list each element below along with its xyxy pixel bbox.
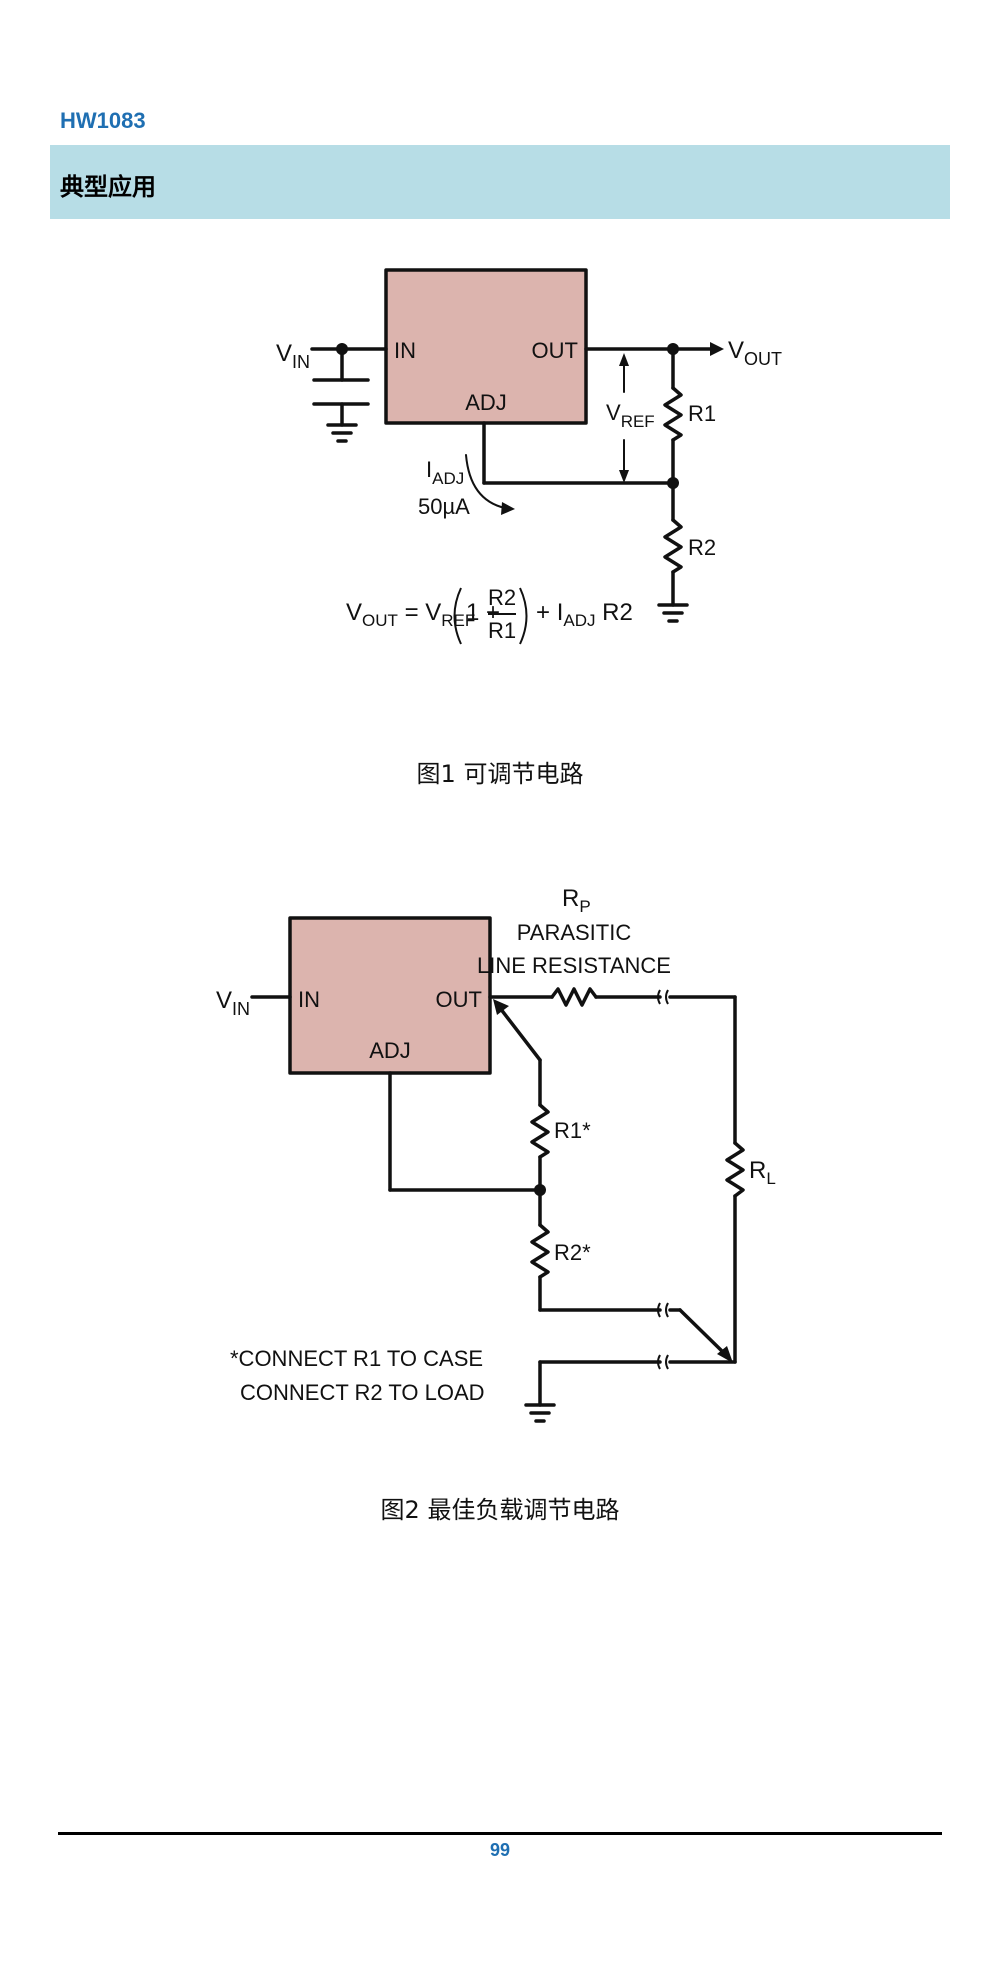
r2-label: R2*	[554, 1240, 591, 1265]
line-resistance-label: LINE RESISTANCE	[477, 953, 671, 978]
svg-text:R2: R2	[488, 585, 516, 610]
arrow-icon	[710, 342, 724, 356]
note-line1: *CONNECT R1 TO CASE	[230, 1346, 483, 1371]
pin-out-label: OUT	[436, 987, 482, 1012]
pin-in-label: IN	[394, 338, 416, 363]
figure2-load-regulation-circuit: VIN IN OUT ADJ RP PARASITIC LINE RESISTA…	[216, 885, 776, 1423]
pin-in-label: IN	[298, 987, 320, 1012]
r1-label: R1	[688, 401, 716, 426]
junction-dot-icon	[534, 1184, 546, 1196]
vref-label: VREF	[606, 400, 655, 431]
resistor-rp-icon	[550, 987, 598, 1007]
vin-label: VIN	[276, 340, 310, 372]
figure1-adjustable-circuit: VIN IN OUT ADJ VOUT VREF R1 R2 IADJ 50µA…	[276, 268, 782, 645]
vin-label: VIN	[216, 987, 250, 1019]
pin-out-label: OUT	[532, 338, 578, 363]
junction-dot-icon	[667, 477, 679, 489]
rl-label: RL	[749, 1157, 776, 1188]
iadj-value: 50µA	[418, 494, 470, 519]
r1-label: R1*	[554, 1118, 591, 1143]
parasitic-label: PARASITIC	[517, 920, 632, 945]
figure2-caption: 图2 最佳负载调节电路	[380, 1496, 620, 1524]
arrow-icon	[619, 353, 629, 366]
resistor-r2-icon	[530, 1223, 550, 1279]
footer-rule	[58, 1832, 942, 1835]
pin-adj-label: ADJ	[465, 390, 507, 415]
svg-text:+ IADJ R2: + IADJ R2	[536, 599, 633, 630]
resistor-r2-icon	[663, 518, 683, 574]
note-line2: CONNECT R2 TO LOAD	[240, 1380, 485, 1405]
resistor-r1-icon	[663, 386, 683, 442]
svg-text:R1: R1	[488, 618, 516, 643]
resistor-rl-icon	[725, 1141, 745, 1198]
resistor-r1-icon	[530, 1103, 550, 1159]
page-number: 99	[489, 1840, 511, 1860]
regulator-box	[384, 268, 588, 425]
pin-adj-label: ADJ	[369, 1038, 411, 1063]
junction-dot-icon	[667, 343, 679, 355]
part-number: HW1083	[60, 108, 146, 133]
figure1-caption: 图1 可调节电路	[416, 760, 584, 788]
section-title: 典型应用	[60, 173, 156, 201]
arrow-icon	[717, 1346, 733, 1363]
regulator-box	[288, 916, 492, 1075]
rp-label: RP	[562, 885, 591, 916]
junction-dot-icon	[336, 343, 348, 355]
vout-formula: VOUT = VREF 1 + R2 R1 + IADJ R2	[346, 585, 633, 645]
arrow-icon	[493, 999, 509, 1015]
vout-label: VOUT	[728, 337, 782, 369]
r2-label: R2	[688, 535, 716, 560]
iadj-label: IADJ	[426, 457, 464, 488]
section-header-bar: 典型应用	[50, 145, 950, 219]
svg-text:VOUT = VREF: VOUT = VREF	[346, 599, 475, 630]
arrow-icon	[619, 470, 629, 483]
arrow-icon	[501, 502, 515, 515]
svg-text:1 +: 1 +	[466, 599, 500, 626]
line-break-icon	[657, 989, 669, 1370]
